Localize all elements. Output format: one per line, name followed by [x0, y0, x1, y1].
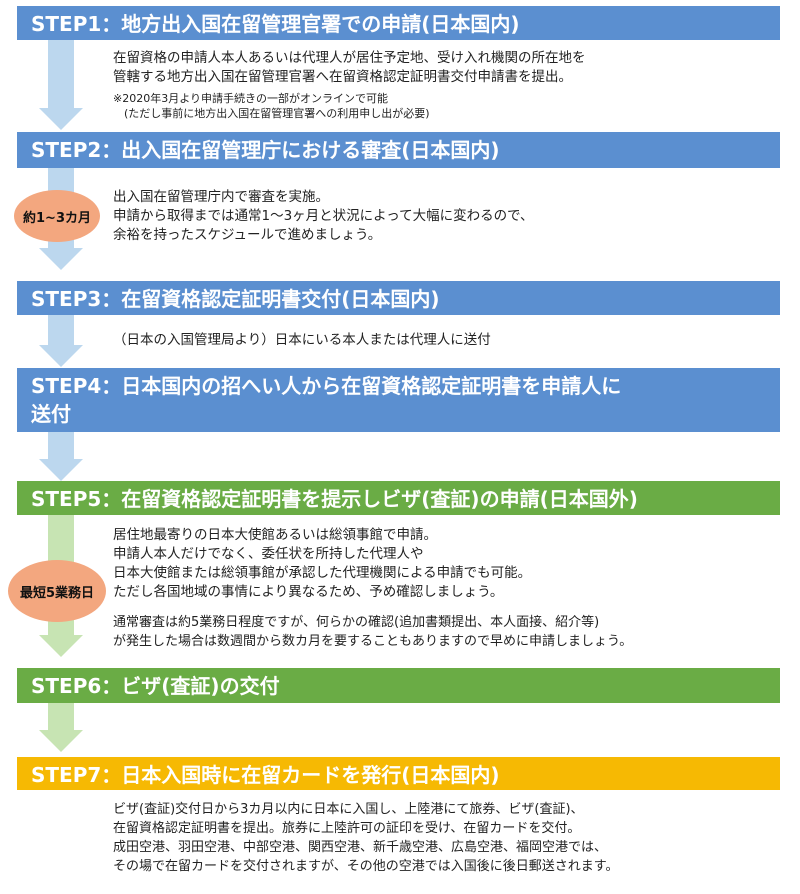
arrow-head	[39, 108, 83, 130]
step3-description: （日本の入国管理局より）日本にいる本人または代理人に送付	[113, 331, 491, 350]
step4-title: STEP4：日本国内の招へい人から在留資格認定証明書を申請人に 送付	[31, 374, 622, 426]
description-line: ビザ(査証)交付日から3カ月以内に日本に入国し、上陸港にて旅券、ビザ(査証)、	[113, 802, 584, 817]
note-line: ※2020年3月より申請手続きの一部がオンラインで可能	[113, 92, 388, 105]
description-line: その場で在留カードを交付されますが、その他の空港では入国後に後日郵送されます。	[113, 859, 619, 874]
step7-title: STEP7：日本入国時に在留カードを発行(日本国内)	[31, 763, 500, 787]
arrow-head	[39, 635, 83, 657]
description-line: 申請人本人だけでなく、委任状を所持した代理人や	[113, 546, 424, 562]
duration-badge-label: 最短5業務日	[19, 585, 95, 601]
arrow-head	[39, 345, 83, 367]
description-line: 成田空港、羽田空港、中部空港、関西空港、新千歳空港、広島空港、福岡空港では、	[113, 840, 608, 855]
description-line: 在留資格の申請人本人あるいは代理人が居住予定地、受け入れ機関の所在地を	[113, 50, 586, 66]
description-line: 余裕を持ったスケジュールで進めましょう。	[113, 227, 382, 243]
step7-description: ビザ(査証)交付日から3カ月以内に日本に入国し、上陸港にて旅券、ビザ(査証)、 …	[113, 800, 618, 876]
description-line: ただし各国地域の事情により異なるため、予め確認しましょう。	[113, 584, 504, 600]
description-line: 通常審査は約5業務日程度ですが、何らかの確認(追加書類提出、本人面接、紹介等)	[113, 615, 600, 630]
step2-bar: STEP2：出入国在留管理庁における審査(日本国内)	[17, 132, 780, 168]
step3-bar: STEP3：在留資格認定証明書交付(日本国内)	[17, 281, 780, 315]
step1-title: STEP1：地方出入国在留管理官署での申請(日本国内)	[31, 12, 520, 36]
description-line: 日本大使館または総領事館が承認した代理機関による申請でも可能。	[113, 565, 532, 581]
step1-note: ※2020年3月より申請手続きの一部がオンラインで可能 (ただし事前に地方出入国…	[113, 91, 430, 121]
duration-badge-label: 約1~3カ月	[23, 210, 91, 226]
description-line: 出入国在留管理庁内で審査を実施。	[113, 189, 329, 205]
arrow-head	[39, 730, 83, 752]
step2-description: 出入国在留管理庁内で審査を実施。 申請から取得までは通常1～3ヶ月と状況によって…	[113, 188, 534, 245]
arrow-shaft	[48, 432, 74, 459]
arrow-head	[39, 248, 83, 270]
arrow-shaft	[48, 315, 74, 345]
description-line: 在留資格認定証明書を提出。旅券に上陸許可の証印を受け、在留カードを交付。	[113, 821, 581, 836]
step4-bar: STEP4：日本国内の招へい人から在留資格認定証明書を申請人に 送付	[17, 368, 780, 432]
step3-title: STEP3：在留資格認定証明書交付(日本国内)	[31, 287, 440, 311]
arrow-head	[39, 459, 83, 481]
step1-bar: STEP1：地方出入国在留管理官署での申請(日本国内)	[17, 6, 780, 40]
step5-description: 居住地最寄りの日本大使館あるいは総領事館で申請。 申請人本人だけでなく、委任状を…	[113, 526, 531, 602]
step7-bar: STEP7：日本入国時に在留カードを発行(日本国内)	[17, 757, 780, 790]
description-line: が発生した場合は数週間から数カ月を要することもありますので早めに申請しましょう。	[113, 634, 633, 649]
description-line: 管轄する地方出入国在留管理官署へ在留資格認定証明書交付申請書を提出。	[113, 69, 572, 85]
step5-review-note: 通常審査は約5業務日程度ですが、何らかの確認(追加書類提出、本人面接、紹介等) …	[113, 613, 632, 651]
duration-badge-step2: 約1~3カ月	[14, 190, 100, 242]
note-line: (ただし事前に地方出入国在留管理官署への利用申し出が必要)	[113, 107, 430, 120]
description-line: 申請から取得までは通常1～3ヶ月と状況によって大幅に変わるので、	[113, 208, 534, 224]
step6-bar: STEP6：ビザ(査証)の交付	[17, 668, 780, 703]
step5-title: STEP5：在留資格認定証明書を提示しビザ(査証)の申請(日本国外)	[31, 487, 638, 511]
step2-title: STEP2：出入国在留管理庁における審査(日本国内)	[31, 138, 500, 162]
description-line: （日本の入国管理局より）日本にいる本人または代理人に送付	[113, 332, 491, 348]
step1-description: 在留資格の申請人本人あるいは代理人が居住予定地、受け入れ機関の所在地を 管轄する…	[113, 49, 586, 87]
description-line: 居住地最寄りの日本大使館あるいは総領事館で申請。	[113, 527, 437, 543]
step6-title: STEP6：ビザ(査証)の交付	[31, 674, 280, 698]
duration-badge-step5: 最短5業務日	[8, 560, 106, 622]
arrow-shaft	[48, 703, 74, 730]
step5-bar: STEP5：在留資格認定証明書を提示しビザ(査証)の申請(日本国外)	[17, 481, 780, 515]
arrow-shaft	[48, 40, 74, 108]
